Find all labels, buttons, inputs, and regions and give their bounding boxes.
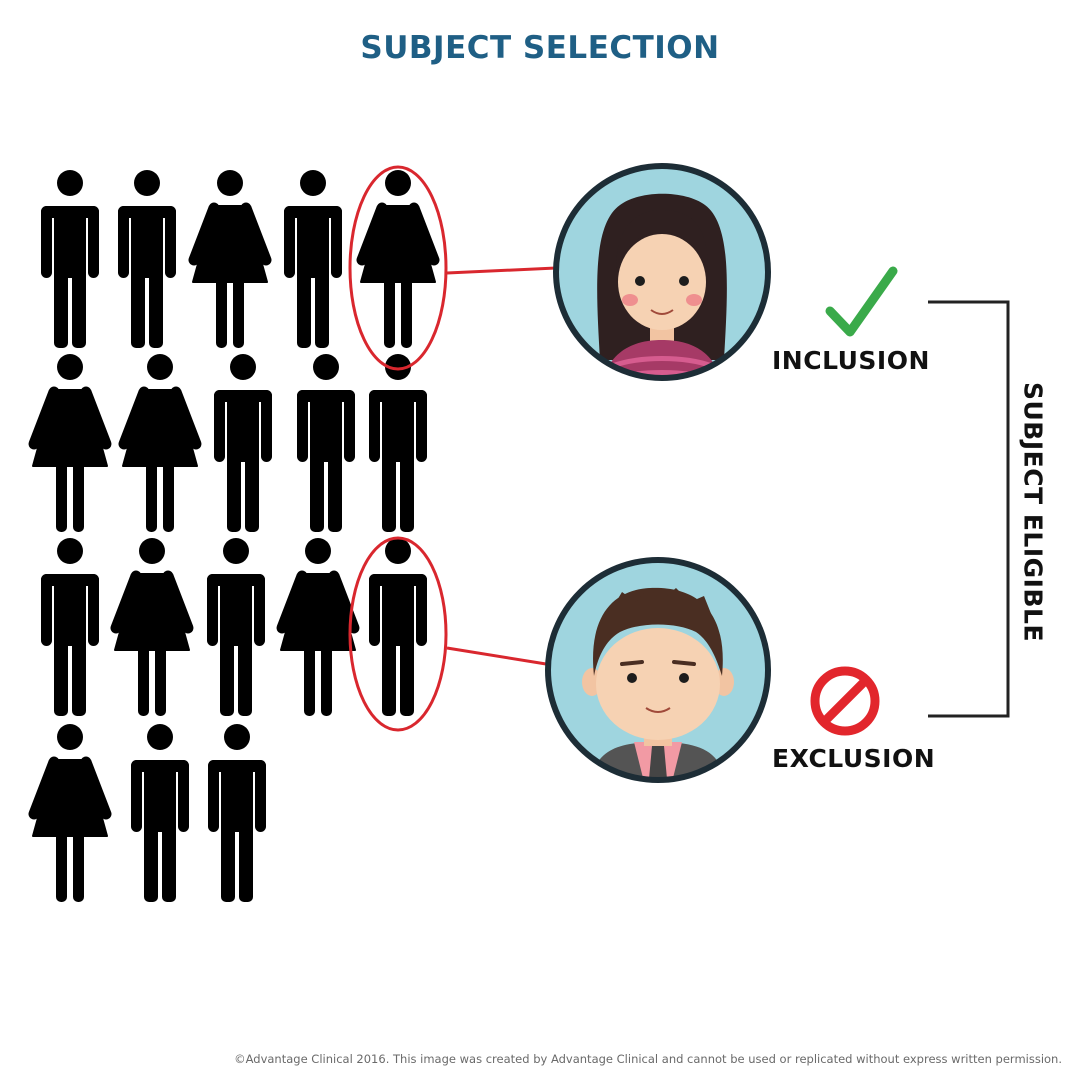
male-figure-icon bbox=[369, 354, 427, 532]
male-figure-icon bbox=[284, 170, 342, 348]
connector-exclusion bbox=[446, 646, 547, 666]
male-figure-icon bbox=[297, 354, 355, 532]
connector-inclusion bbox=[446, 266, 557, 275]
male-figure-icon bbox=[207, 538, 265, 716]
male-figure-icon bbox=[131, 724, 189, 902]
male-figure-icon bbox=[208, 724, 266, 902]
subject-crowd bbox=[33, 170, 435, 902]
eligibility-bracket bbox=[928, 300, 1010, 718]
male-figure-icon bbox=[118, 170, 176, 348]
copyright-notice: ©Advantage Clinical 2016. This image was… bbox=[234, 1052, 1062, 1066]
female-figure-icon bbox=[361, 170, 435, 348]
male-figure-icon bbox=[41, 170, 99, 348]
female-figure-icon bbox=[123, 354, 197, 532]
female-figure-icon bbox=[281, 538, 355, 716]
male-figure-icon bbox=[214, 354, 272, 532]
female-figure-icon bbox=[115, 538, 189, 716]
female-figure-icon bbox=[193, 170, 267, 348]
page-title: SUBJECT SELECTION bbox=[360, 30, 720, 66]
male-figure-icon bbox=[41, 538, 99, 716]
male-figure-icon bbox=[369, 538, 427, 716]
female-figure-icon bbox=[33, 724, 107, 902]
selection-ring-exclusion bbox=[348, 536, 448, 732]
male-avatar bbox=[545, 557, 771, 783]
inclusion-label: INCLUSION bbox=[772, 346, 930, 375]
subject-eligible-label: SUBJECT ELIGIBLE bbox=[1018, 381, 1048, 643]
prohibition-icon bbox=[810, 666, 880, 736]
checkmark-icon bbox=[825, 266, 898, 337]
female-figure-icon bbox=[33, 354, 107, 532]
exclusion-label: EXCLUSION bbox=[772, 744, 936, 773]
selection-ring-inclusion bbox=[348, 165, 448, 371]
female-avatar bbox=[553, 163, 771, 381]
